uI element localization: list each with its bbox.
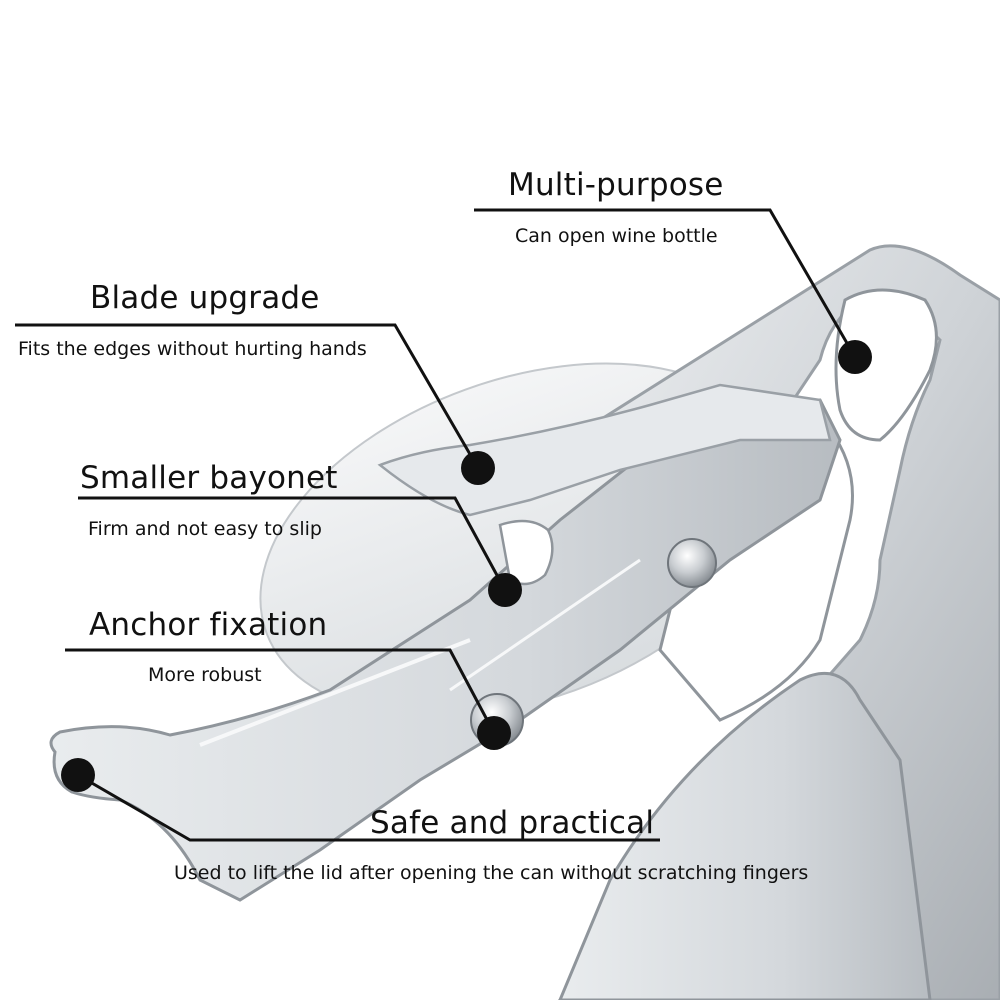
callout-subtitle-anchor-fixation: More robust bbox=[148, 664, 262, 686]
callout-title-blade-upgrade: Blade upgrade bbox=[90, 280, 320, 316]
callout-title-multi-purpose: Multi-purpose bbox=[508, 167, 724, 203]
leader-line-multi-purpose bbox=[474, 208, 857, 358]
callout-title-safe-and-practical: Safe and practical bbox=[370, 805, 655, 841]
callout-title-anchor-fixation: Anchor fixation bbox=[89, 607, 328, 643]
marker-dot-safe-and-practical bbox=[61, 758, 95, 792]
leader-line-anchor-fixation bbox=[65, 648, 496, 734]
callout-title-smaller-bayonet: Smaller bayonet bbox=[80, 460, 338, 496]
leader-lines bbox=[15, 208, 857, 842]
marker-dot-multi-purpose bbox=[838, 340, 872, 374]
callout-subtitle-multi-purpose: Can open wine bottle bbox=[515, 225, 718, 247]
marker-dots bbox=[61, 340, 872, 792]
leader-line-safe-and-practical bbox=[77, 773, 660, 842]
opener-handle bbox=[557, 244, 1000, 1000]
leader-line-smaller-bayonet bbox=[78, 496, 507, 591]
callout-subtitle-smaller-bayonet: Firm and not easy to slip bbox=[88, 518, 322, 540]
marker-dot-blade-upgrade bbox=[461, 451, 495, 485]
leader-line-blade-upgrade bbox=[15, 323, 480, 469]
callout-subtitle-blade-upgrade: Fits the edges without hurting hands bbox=[18, 338, 367, 360]
marker-dot-smaller-bayonet bbox=[488, 573, 522, 607]
marker-dot-anchor-fixation bbox=[477, 716, 511, 750]
callout-subtitle-safe-and-practical: Used to lift the lid after opening the c… bbox=[174, 862, 809, 884]
